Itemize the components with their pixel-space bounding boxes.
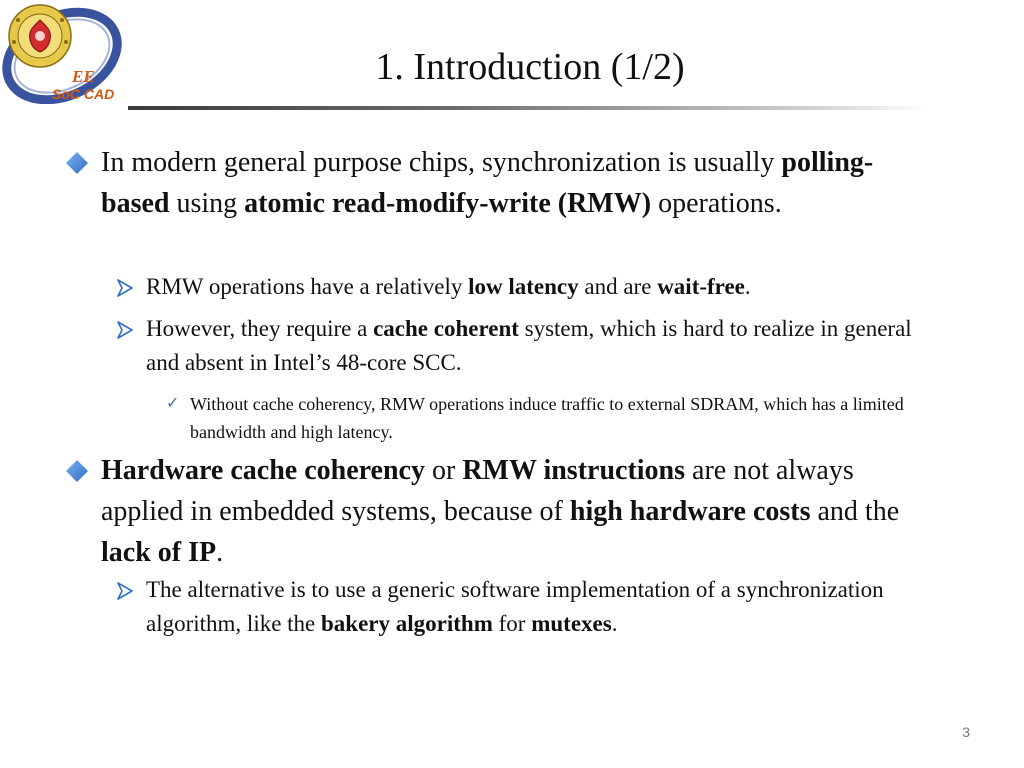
bold-text-run: atomic read-modify-write (RMW) [244, 188, 652, 219]
arrow-bullet-icon [117, 321, 133, 339]
bold-text-run: Hardware cache coherency [101, 455, 425, 486]
text-run: However, they require a [146, 316, 374, 341]
text-run: RMW operations have a relatively [146, 274, 469, 299]
bold-text-run: mutexes [531, 611, 612, 636]
text-run: The alternative is to use a generic soft… [146, 577, 884, 636]
arrow-bullet-icon [117, 582, 133, 600]
bullet-level-2: However, they require a cache coherent s… [117, 312, 926, 380]
bold-text-run: lack of IP [101, 537, 217, 568]
text-run: system, which is hard to realize in gene… [146, 316, 912, 375]
title-divider [128, 106, 928, 110]
bold-text-run: cache coherent [373, 316, 519, 341]
bold-text-run: low latency [468, 274, 579, 299]
text-run: . [216, 537, 224, 568]
text-run: are not always applied in embedded syste… [101, 455, 854, 527]
diamond-icon [66, 152, 88, 174]
bold-text-run: high hardware costs [569, 496, 811, 527]
arrow-bullet-icon [117, 279, 133, 297]
text-run: . [744, 274, 751, 299]
text-run: operations. [651, 188, 782, 219]
text-run: Without cache coherency, RMW operations … [190, 394, 904, 442]
text-run: and the [810, 496, 900, 527]
bullet-level-2: RMW operations have a relatively low lat… [117, 270, 926, 304]
soc-cad-logo: EE SoC CAD [2, 2, 126, 105]
bold-text-run: bakery algorithm [321, 611, 493, 636]
diamond-icon [66, 460, 88, 482]
checkmark-icon: ✓ [166, 393, 180, 412]
bullet-level-1: In modern general purpose chips, synchro… [66, 142, 931, 224]
text-run: using [169, 188, 245, 219]
bold-text-run: wait-free [657, 274, 745, 299]
svg-text:SoC CAD: SoC CAD [52, 86, 114, 102]
bullet-level-1: Hardware cache coherency or RMW instruct… [66, 450, 931, 573]
page-number: 3 [962, 724, 970, 740]
slide-title: 1. Introduction (1/2) [375, 46, 685, 88]
bold-text-run: RMW instructions [462, 455, 686, 486]
text-run: and are [578, 274, 658, 299]
svg-text:EE: EE [71, 67, 95, 86]
bullet-level-3: ✓ Without cache coherency, RMW operations… [166, 390, 930, 446]
text-run: for [492, 611, 532, 636]
logo-graphic: EE SoC CAD [2, 4, 122, 105]
text-run: . [611, 611, 618, 636]
bold-text-run: polling-based [101, 147, 874, 219]
text-run: In modern general purpose chips, synchro… [101, 147, 782, 178]
text-run: or [424, 455, 463, 486]
bullet-level-2: The alternative is to use a generic soft… [117, 573, 926, 641]
